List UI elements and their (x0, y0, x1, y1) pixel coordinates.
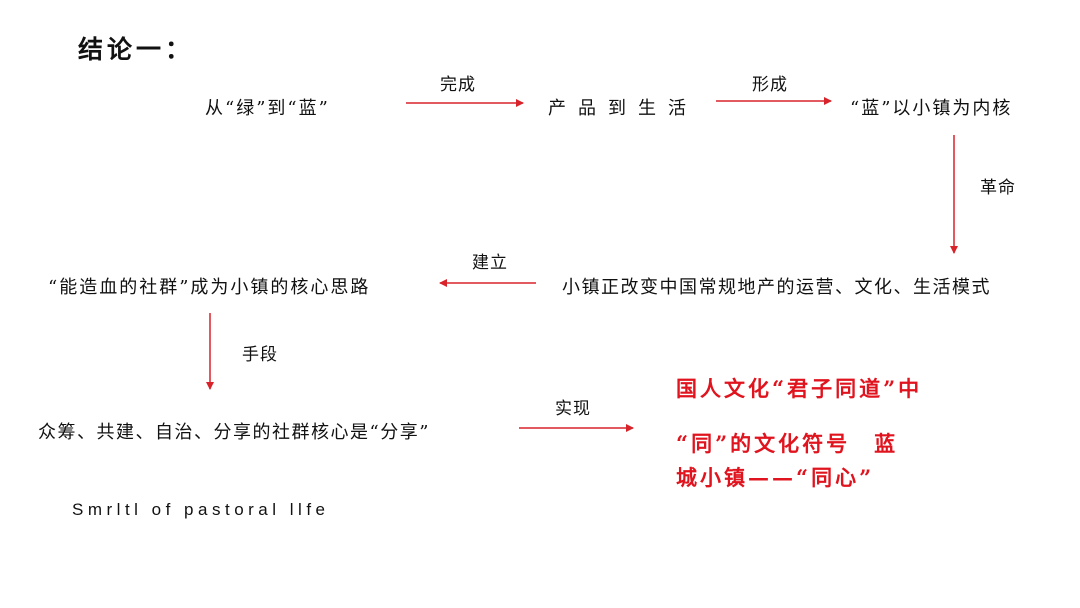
edge-label-complete: 完成 (440, 75, 476, 95)
node-town-changing: 小镇正改变中国常规地产的运营、文化、生活模式 (562, 277, 991, 298)
node-community-core: “能造血的社群”成为小镇的核心思路 (48, 277, 371, 298)
node-sharing-core: 众筹、共建、自治、分享的社群核心是“分享” (38, 422, 430, 443)
conclusion-line-2: “同”的文化符号 蓝 (676, 431, 899, 456)
conclusion-line-1: 国人文化“君子同道”中 (676, 376, 923, 401)
edge-label-realize: 实现 (555, 399, 591, 419)
edge-label-establish: 建立 (472, 253, 508, 273)
node-blue-core: “蓝”以小镇为内核 (850, 98, 1013, 119)
node-green-to-blue: 从“绿”到“蓝” (205, 98, 330, 119)
edge-label-revolution: 革命 (980, 178, 1016, 198)
slide-title: 结论一： (78, 35, 195, 64)
node-product-to-life: 产品到生活 (548, 98, 698, 119)
conclusion-line-3: 城小镇——“同心” (676, 465, 875, 490)
edge-label-means: 手段 (242, 345, 278, 365)
edge-label-form: 形成 (752, 75, 788, 95)
footer-subtitle: Smrltl of pastoral llfe (72, 500, 330, 519)
